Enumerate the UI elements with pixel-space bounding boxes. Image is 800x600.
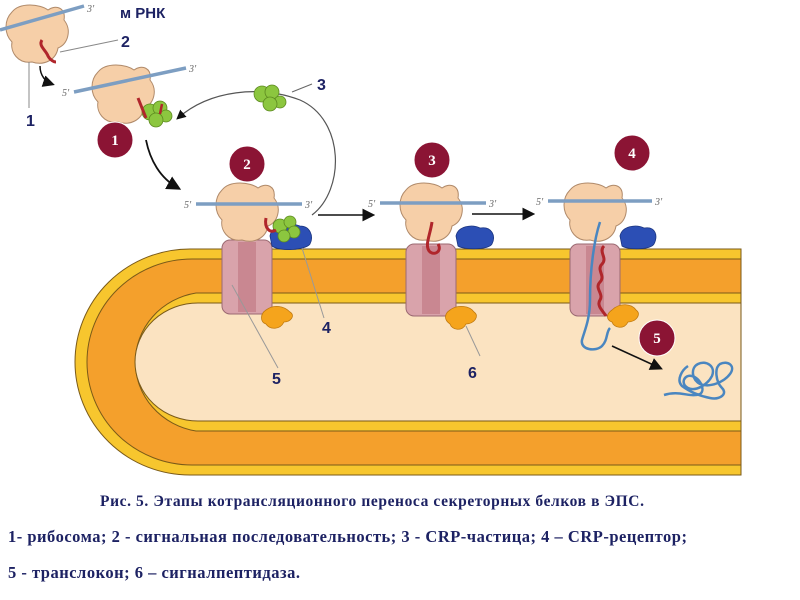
svg-text:2: 2: [243, 157, 251, 173]
srp-particle: [141, 100, 173, 128]
signal-sequence: [39, 39, 57, 64]
cleaved-signal-sequence: [596, 244, 608, 317]
signal-sequence: [425, 221, 441, 255]
signal-sequence-tip: [158, 103, 164, 115]
translocon-channel: [422, 246, 440, 314]
er-lumen: [134, 302, 742, 422]
five-prime-label: 5′: [62, 88, 70, 99]
signal-peptidase: [445, 306, 477, 330]
step-arrow: [145, 139, 182, 190]
step-badge-3: 3: [413, 141, 451, 179]
mrna-strand: [73, 66, 187, 94]
three-prime-label: 3′: [188, 64, 197, 75]
label-4: 4: [322, 320, 331, 337]
stage-2: 5′ 3′: [184, 182, 376, 369]
svg-text:1: 1: [111, 133, 119, 149]
nascent-polypeptide: [580, 221, 611, 351]
svg-text:5: 5: [653, 331, 661, 347]
srp-particle: [272, 215, 301, 243]
ribosome-shape: [563, 182, 627, 242]
ribosome-shape: [215, 182, 279, 242]
ribosome-initial: 3′: [0, 4, 119, 108]
label-1: 1: [26, 113, 35, 130]
ribosome-shape: [399, 182, 463, 242]
five-prime-label: 5′: [368, 199, 376, 210]
stage-3: 5′ 3′: [368, 182, 536, 357]
srp-recycle: [176, 83, 337, 216]
folded-protein: [663, 361, 734, 400]
step-badge-1: 1: [96, 121, 134, 159]
legend-line-1: 1- рибосома; 2 - сигнальная последовател…: [8, 527, 688, 546]
label-2: 2: [121, 34, 130, 51]
release-arrow: [611, 345, 663, 370]
srp-receptor: [619, 225, 657, 250]
step-badge-4: 4: [613, 134, 651, 172]
signal-peptidase: [607, 304, 639, 328]
svg-text:4: 4: [628, 146, 636, 162]
step-badge-5: 5: [638, 319, 676, 357]
recycle-arrow: [176, 91, 337, 216]
signal-peptidase: [261, 306, 293, 329]
three-prime-label: 3′: [488, 199, 497, 210]
three-prime-label: 3′: [654, 197, 663, 208]
leader-line-3: [291, 83, 313, 93]
srp-receptor: [455, 225, 494, 250]
leader-line-5: [231, 284, 279, 369]
five-prime-label: 5′: [536, 197, 544, 208]
mrna-label: м РНК: [120, 5, 166, 22]
label-6: 6: [468, 365, 477, 382]
figure-caption: Рис. 5. Этапы котрансляционного переноса…: [100, 493, 645, 510]
three-prime-label: 3′: [304, 200, 313, 211]
five-prime-label: 5′: [184, 200, 192, 211]
translocon-channel: [238, 242, 256, 312]
ribosome-shape: [5, 4, 69, 64]
label-5: 5: [272, 371, 281, 388]
leader-line-4: [301, 247, 325, 319]
three-prime-label: 3′: [86, 4, 95, 15]
stage-4: 5′ 3′: [536, 182, 734, 400]
leader-line-6: [465, 325, 481, 357]
mrna-strand: [0, 4, 85, 32]
curved-arrow: [39, 65, 55, 87]
srp-particle-free: [253, 84, 287, 112]
label-3: 3: [317, 77, 326, 94]
step-badge-2: 2: [228, 145, 266, 183]
leader-line-2: [59, 39, 119, 53]
signal-sequence: [136, 97, 148, 119]
step-badges: 1 2 3 4 5: [96, 121, 676, 357]
signal-sequence: [264, 217, 277, 233]
svg-text:3: 3: [428, 153, 436, 169]
ribosome-step1: 5′ 3′: [62, 64, 197, 190]
legend-line-2: 5 - транслокон; 6 – сигналпептидаза.: [8, 563, 301, 582]
